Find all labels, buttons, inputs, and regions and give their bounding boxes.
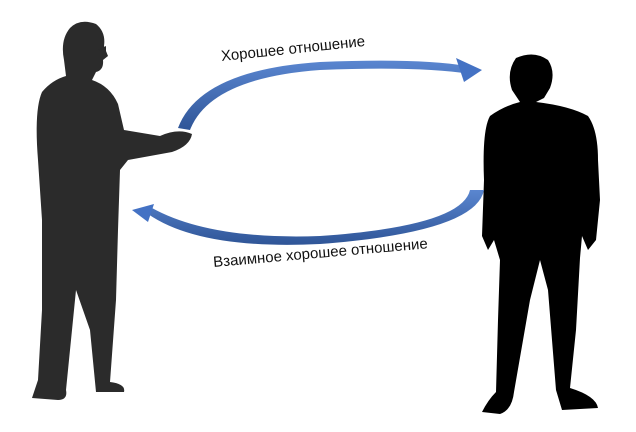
right-person-silhouette xyxy=(482,54,600,414)
arrow-good-attitude xyxy=(178,58,482,130)
arrow-mutual-good-attitude xyxy=(132,190,484,245)
left-person-silhouette xyxy=(32,21,192,400)
